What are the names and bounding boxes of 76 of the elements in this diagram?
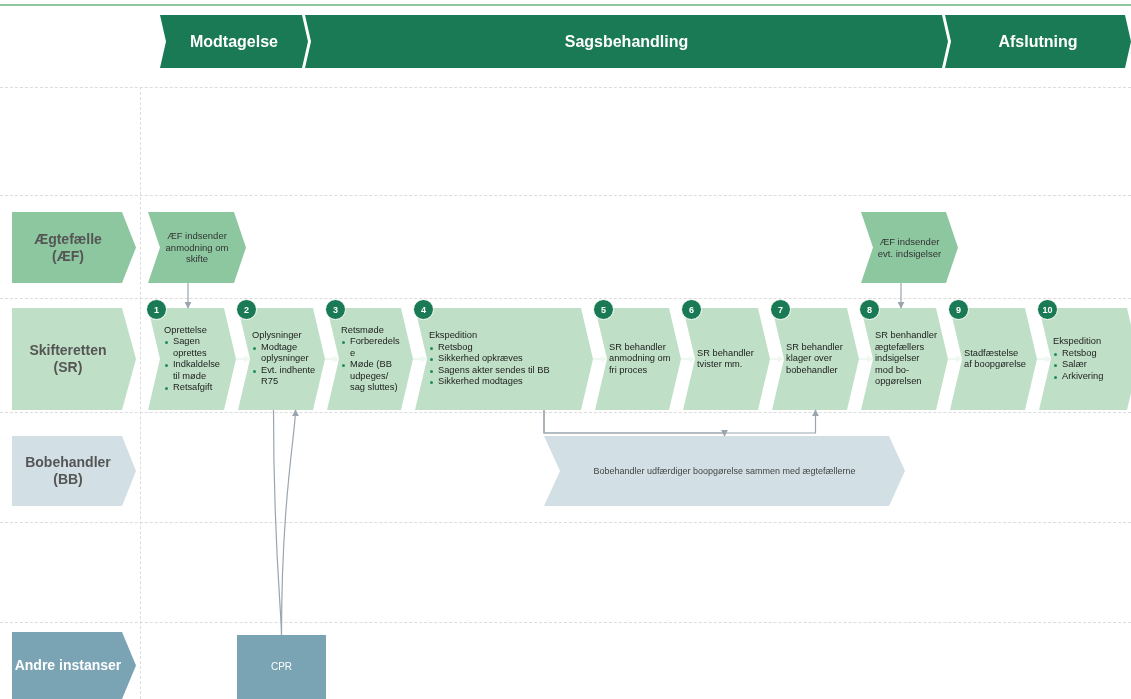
arrow [592,355,608,363]
arrow [235,355,251,363]
bullet-item: Sagen oprettes [164,336,227,359]
chevron-step [1039,308,1131,410]
arrow [1036,355,1052,363]
lane-label-shape [12,436,136,506]
chevron-step [683,308,770,410]
system-box [237,635,326,699]
bullet-item: Indkaldelse til møde [164,359,227,382]
phase-title: Sagsbehandling [564,31,689,52]
phase-header-banner [305,15,948,68]
step-number-badge: 2 [236,299,257,320]
lane-title: Bobehandler (BB) [24,454,112,488]
arrow [324,355,340,363]
bullet-item: Modtage oplysninger [252,341,316,365]
arrow [543,409,819,434]
arrow [769,355,785,363]
step-heading: Ekspedition [1053,336,1103,348]
step-text: ÆF indsender evt. indsigelser [876,236,943,259]
phase-title: Afslutning [998,31,1078,52]
step-heading: SR benhandler ægtefællers indsigelser mod bo-opgørelsen [875,330,939,388]
step-heading: SR behandler anmodning om fri proces [609,341,672,377]
arrow [412,355,428,363]
chevron-step [238,308,325,410]
step-heading: SR behandler tvister mm. [697,347,755,371]
lane-label-shape [12,632,136,699]
step-text: ÆF indsender anmodning om skifte [164,230,230,265]
arrow [897,282,905,309]
chevron-step [415,308,593,410]
bullet-item: Salær [1053,359,1130,371]
bullet-item: Sikkerhed modtages [429,376,584,388]
arrow [858,355,874,363]
step-number-badge: 10 [1037,299,1058,320]
chevron-step [861,308,948,410]
lane-label-shape [12,212,136,283]
bullet-item: Sagens akter sendes til BB [429,364,584,377]
lane-label-shape [12,308,136,410]
arrow [947,355,963,363]
bullet-item: Sikkerhed opkræves [429,353,584,365]
bullet-item: Forberedelse [341,336,404,359]
lane-title: Skifteretten (SR) [28,342,108,376]
step-number-badge: 4 [413,299,434,320]
lane-title: Andre instanser [14,657,122,674]
bullet-item: Arkivering [1053,370,1130,382]
phase-header-banner [160,15,308,68]
step-number-badge: 7 [770,299,791,320]
step-number-badge: 9 [948,299,969,320]
step-text: Bobehandler udfærdiger boopgørelse sammen med ægtefællerne [593,465,856,477]
chevron-step [595,308,681,410]
arrow [280,409,299,636]
bullet-item: Evt. indhente R75 [252,364,316,388]
step-number-badge: 5 [593,299,614,320]
chevron-step [148,308,236,410]
step-number-badge: 6 [681,299,702,320]
system-name: CPR [270,661,293,673]
bullet-item: Retsbog [1053,347,1130,359]
bullet-item: Møde (BB udpeges/ sag sluttes) [341,359,404,394]
step-heading: SR behandler klager over bobehandler [786,341,844,377]
chevron-step [772,308,859,410]
bullet-item: Retsafgift [164,382,227,394]
step-heading: Stadfæstelse af boopgørelse [964,347,1028,371]
step-number-badge: 8 [859,299,880,320]
step-number-badge: 1 [146,299,167,320]
step-heading: Ekspedition [429,330,479,342]
step-heading: Oplysninger [252,330,303,342]
arrow [680,355,696,363]
step-number-badge: 3 [325,299,346,320]
step-heading: Oprettelse [164,324,208,336]
phase-title: Modtagelse [190,31,278,52]
chevron-step [327,308,413,410]
chevron-step [950,308,1037,410]
lane-title: Ægtefælle (ÆF) [33,230,103,265]
step-heading: Retsmøde [341,324,385,336]
phase-header-banner [945,15,1131,68]
bullet-item: Retsbog [429,341,584,354]
arrow [184,282,192,309]
